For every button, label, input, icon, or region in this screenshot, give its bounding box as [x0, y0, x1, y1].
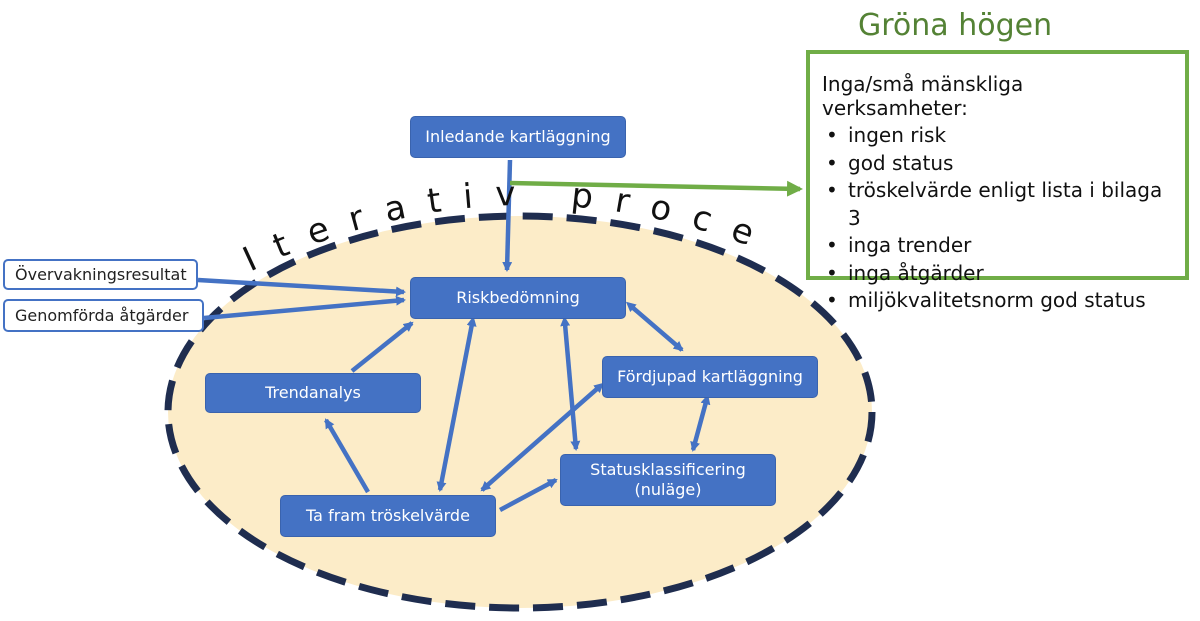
arrow-threshold-to-status [498, 478, 558, 512]
green-heap-intro: Inga/små mänskliga verksamheter: [822, 72, 1024, 120]
arrow-detailed-status [690, 394, 711, 452]
node-threshold: Ta fram tröskelvärde [280, 495, 496, 537]
green-heap-item: tröskelvärde enligt lista i bilaga 3 [822, 177, 1175, 232]
node-status-classification: Statusklassificering (nuläge) [560, 454, 776, 506]
green-heap-box: Inga/små mänskliga verksamheter: ingen r… [806, 50, 1189, 314]
node-initial-mapping-label: Inledande kartläggning [425, 127, 611, 146]
node-threshold-label: Ta fram tröskelvärde [306, 506, 470, 525]
input-completed-measures: Genomförda åtgärder [3, 299, 204, 332]
arrow-to-green-heap [509, 180, 803, 197]
green-heap-item: miljökvalitetsnorm god status [822, 287, 1175, 315]
node-detailed-mapping-label: Fördjupad kartläggning [617, 367, 803, 386]
arrow-risk-threshold [436, 316, 477, 492]
green-heap-item: ingen risk [822, 122, 1175, 150]
node-risk-assessment: Riskbedömning [410, 277, 626, 319]
green-heap-title: Gröna högen [858, 8, 1053, 43]
input-monitoring-results: Övervakningsresultat [3, 259, 198, 290]
arrow-trend-to-risk [350, 321, 414, 373]
node-initial-mapping: Inledande kartläggning [410, 116, 626, 158]
arrow-risk-detailed [625, 301, 684, 352]
arrow-initial-to-risk [502, 159, 513, 272]
node-trend-analysis: Trendanalys [205, 373, 421, 413]
green-heap-item: inga trender [822, 232, 1175, 260]
green-heap-item: inga åtgärder [822, 260, 1175, 288]
green-heap-item: god status [822, 150, 1175, 178]
input-completed-measures-label: Genomförda åtgärder [15, 306, 189, 325]
arrow-threshold-to-trend [324, 418, 370, 494]
green-heap-list: ingen risk god status tröskelvärde enlig… [822, 122, 1175, 315]
arrow-detailed-threshold [480, 382, 605, 492]
node-status-classification-label: Statusklassificering [590, 460, 746, 479]
node-risk-assessment-label: Riskbedömning [456, 288, 580, 307]
node-status-classification-sublabel: (nuläge) [634, 480, 702, 499]
input-monitoring-results-label: Övervakningsresultat [15, 265, 187, 284]
node-detailed-mapping: Fördjupad kartläggning [602, 356, 818, 398]
node-trend-analysis-label: Trendanalys [265, 383, 361, 402]
arrow-monitoring-to-risk [197, 277, 406, 297]
arrow-measures-to-risk [203, 295, 406, 321]
